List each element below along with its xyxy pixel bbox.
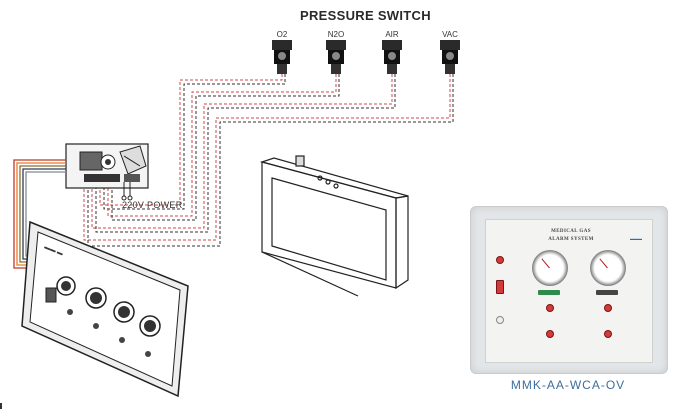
indicator-lamp [496, 280, 504, 294]
switch-label-vac: VAC [442, 30, 458, 39]
alarm-panel-title: MEDICAL GAS ALARM SYSTEM [526, 228, 616, 244]
pressure-switch-title: PRESSURE SWITCH [300, 8, 431, 23]
pressure-switch-air [382, 40, 402, 74]
alarm-led-right-2 [604, 330, 612, 338]
alarm-led-right [604, 304, 612, 312]
status-led [496, 256, 504, 264]
alarm-led-left-2 [546, 330, 554, 338]
alarm-panel-face: MEDICAL GAS ALARM SYSTEM ▬▬▬ [485, 219, 653, 363]
switch-label-o2: O2 [276, 30, 288, 39]
front-panel-drawing: ▬▬ ▬ [21, 220, 189, 398]
pressure-switch-vac [440, 40, 460, 74]
alarm-panel-title-line2: ALARM SYSTEM [548, 237, 594, 242]
wall-box-drawing [259, 155, 409, 297]
switch-label-n2o: N2O [327, 30, 345, 39]
brand-logo: ▬▬▬ [630, 236, 642, 241]
test-button [496, 316, 504, 324]
control-box [65, 143, 149, 189]
pressure-switch-n2o [326, 40, 346, 74]
gauge-label-right [596, 290, 618, 295]
pressure-gauge-right [590, 250, 626, 286]
gauge-label-left [538, 290, 560, 295]
pressure-switch-o2 [272, 40, 292, 74]
switch-label-air: AIR [385, 30, 399, 39]
corner-mark [0, 403, 2, 409]
alarm-panel-title-line1: MEDICAL GAS [551, 229, 591, 234]
model-label: MMK-AA-WCA-OV [510, 378, 626, 392]
power-leads [121, 182, 133, 201]
switch-wiring [83, 74, 454, 247]
pressure-gauge-left [532, 250, 568, 286]
power-label: 220V POWER [122, 200, 183, 210]
alarm-led-left [546, 304, 554, 312]
cable-bundle [13, 159, 66, 269]
alarm-panel-photo: MEDICAL GAS ALARM SYSTEM ▬▬▬ [470, 206, 668, 374]
